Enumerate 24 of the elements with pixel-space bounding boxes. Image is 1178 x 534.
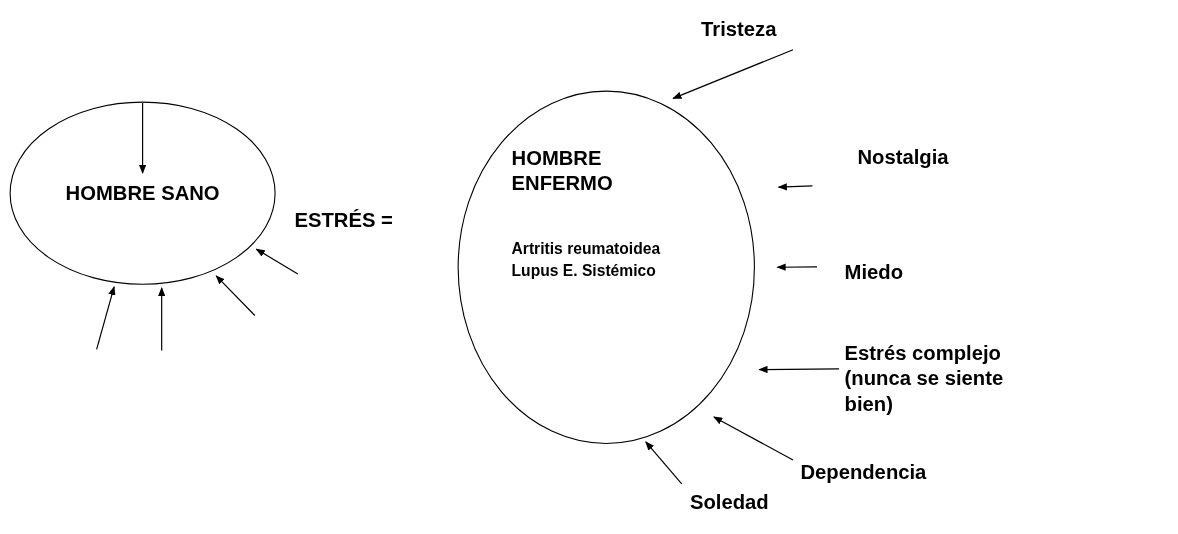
cause-label: Soledad — [690, 489, 792, 516]
arrow — [777, 183, 813, 191]
arrow — [158, 287, 166, 352]
equation-label: ESTRÉS = — [294, 207, 393, 234]
arrow — [645, 441, 683, 485]
arrow — [758, 365, 840, 374]
cause-label: Nostalgia — [857, 144, 968, 171]
arrow — [255, 248, 299, 275]
node-title: HOMBRE SANO — [64, 180, 221, 207]
cause-label: Miedo — [844, 259, 919, 286]
arrow — [96, 285, 116, 350]
circle-node — [457, 90, 756, 445]
diagnosis-text: Artritis reumatoidea — [511, 239, 662, 259]
arrow — [776, 263, 818, 271]
arrow — [215, 275, 256, 317]
cause-label: Estrés complejo (nunca se siente bien) — [844, 340, 1029, 418]
cause-label: Dependencia — [800, 460, 948, 486]
node-title: HOMBRE ENFERMO — [511, 145, 614, 197]
arrow — [138, 102, 147, 174]
diagnosis-text: Lupus E. Sistémico — [511, 261, 657, 281]
ellipse-node — [9, 101, 276, 286]
arrow — [672, 49, 794, 99]
cause-label: Tristeza — [701, 16, 803, 43]
arrow — [713, 416, 794, 461]
